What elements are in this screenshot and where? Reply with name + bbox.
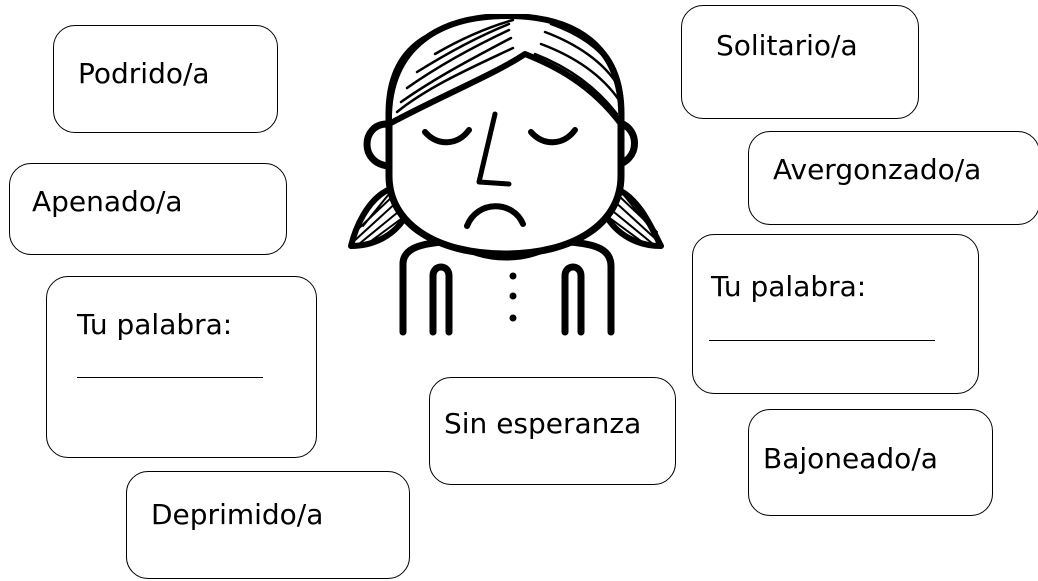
tu-palabra-label-right: Tu palabra: xyxy=(711,270,867,303)
sad-girl-icon xyxy=(348,14,664,336)
word-card-apenado: Apenado/a xyxy=(9,163,287,255)
word-card-solitario: Solitario/a xyxy=(681,5,919,119)
word-podrido: Podrido/a xyxy=(78,57,210,90)
word-deprimido: Deprimido/a xyxy=(151,498,324,531)
word-card-tu-palabra-right: Tu palabra: xyxy=(692,234,979,394)
tu-palabra-label-left: Tu palabra: xyxy=(77,308,233,341)
word-card-deprimido: Deprimido/a xyxy=(126,471,410,579)
word-bajoneado: Bajoneado/a xyxy=(763,442,938,475)
answer-blank-right[interactable] xyxy=(709,340,935,341)
word-card-tu-palabra-left: Tu palabra: xyxy=(46,276,317,458)
word-apenado: Apenado/a xyxy=(32,185,183,218)
word-card-sin-esperanza: Sin esperanza xyxy=(429,377,676,485)
word-solitario: Solitario/a xyxy=(716,29,858,62)
word-card-podrido: Podrido/a xyxy=(53,25,278,133)
word-card-bajoneado: Bajoneado/a xyxy=(748,409,993,516)
word-card-avergonzado: Avergonzado/a xyxy=(748,131,1038,225)
word-avergonzado: Avergonzado/a xyxy=(773,153,982,186)
answer-blank-left[interactable] xyxy=(77,377,263,378)
word-sin-esperanza: Sin esperanza xyxy=(444,407,642,440)
